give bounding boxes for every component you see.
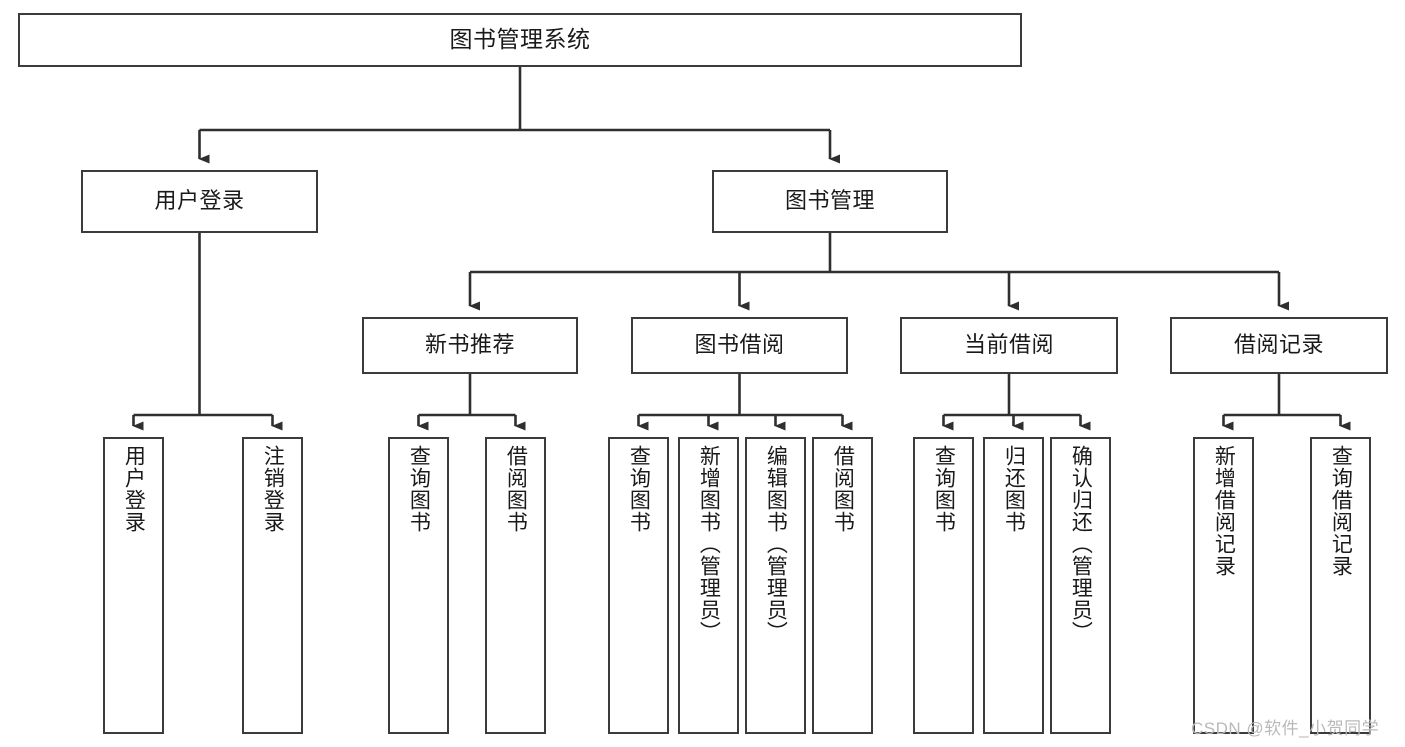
node-label: 图书管理 bbox=[784, 188, 875, 214]
connector-lines bbox=[132, 67, 1351, 431]
node-leaf-br-add[interactable]: 新增借阅记录 bbox=[1193, 437, 1254, 734]
node-leaf-bb-add[interactable]: 新增图书（管理员） bbox=[678, 437, 739, 734]
node-label: 图书借阅 bbox=[694, 332, 785, 358]
node-label: 用户登录 bbox=[122, 445, 146, 533]
node-borrow-record[interactable]: 借阅记录 bbox=[1170, 317, 1388, 374]
node-leaf-bb-edit[interactable]: 编辑图书（管理员） bbox=[745, 437, 806, 734]
node-label: 图书管理系统 bbox=[449, 26, 591, 53]
node-book-borrow[interactable]: 图书借阅 bbox=[631, 317, 848, 374]
node-leaf-rec-query[interactable]: 查询图书 bbox=[388, 437, 449, 734]
node-root[interactable]: 图书管理系统 bbox=[18, 13, 1022, 67]
node-leaf-br-query[interactable]: 查询借阅记录 bbox=[1310, 437, 1371, 734]
node-label: 查询图书 bbox=[627, 445, 651, 533]
node-leaf-bb-borrow[interactable]: 借阅图书 bbox=[812, 437, 873, 734]
node-label: 确认归还（管理员） bbox=[1069, 445, 1093, 643]
node-label: 注销登录 bbox=[261, 445, 285, 533]
node-label: 编辑图书（管理员） bbox=[764, 445, 788, 643]
node-label: 新增图书（管理员） bbox=[697, 445, 721, 643]
node-label: 查询图书 bbox=[407, 445, 431, 533]
node-new-book-rec[interactable]: 新书推荐 bbox=[362, 317, 578, 374]
node-label: 新书推荐 bbox=[424, 332, 515, 358]
node-leaf-user-login[interactable]: 用户登录 bbox=[103, 437, 164, 734]
node-leaf-user-logout[interactable]: 注销登录 bbox=[242, 437, 303, 734]
node-leaf-rec-borrow[interactable]: 借阅图书 bbox=[485, 437, 546, 734]
node-leaf-cb-confirm[interactable]: 确认归还（管理员） bbox=[1050, 437, 1111, 734]
node-label: 查询图书 bbox=[932, 445, 956, 533]
node-label: 借阅图书 bbox=[831, 445, 855, 533]
node-user-login[interactable]: 用户登录 bbox=[81, 170, 318, 233]
node-label: 借阅记录 bbox=[1233, 332, 1324, 358]
node-label: 归还图书 bbox=[1002, 445, 1026, 533]
node-leaf-cb-query[interactable]: 查询图书 bbox=[913, 437, 974, 734]
csdn-watermark: CSDN @软件_小贺同学 bbox=[1191, 719, 1380, 738]
node-label: 当前借阅 bbox=[963, 332, 1054, 358]
node-current-borrow[interactable]: 当前借阅 bbox=[900, 317, 1118, 374]
node-book-manage[interactable]: 图书管理 bbox=[712, 170, 948, 233]
node-label: 查询借阅记录 bbox=[1329, 445, 1353, 577]
node-leaf-bb-query[interactable]: 查询图书 bbox=[608, 437, 669, 734]
node-label: 新增借阅记录 bbox=[1212, 445, 1236, 577]
node-label: 借阅图书 bbox=[504, 445, 528, 533]
node-leaf-cb-return[interactable]: 归还图书 bbox=[983, 437, 1044, 734]
node-label: 用户登录 bbox=[154, 188, 245, 214]
